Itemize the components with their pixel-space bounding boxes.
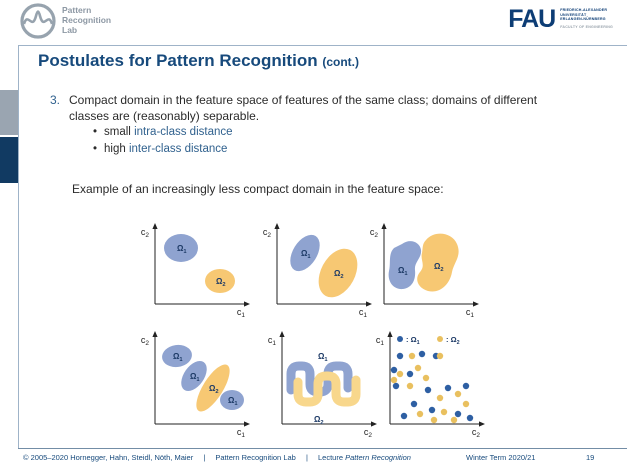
footer-separator: |: [305, 453, 308, 462]
svg-text:Ω1: Ω1: [177, 244, 187, 255]
svg-text:Ω1: Ω1: [301, 249, 311, 260]
footer-copyright: © 2005–2020 Hornegger, Hahn, Steidl, Nöt…: [23, 453, 194, 462]
bullet-plain-text: high: [104, 143, 126, 155]
plot-canvas: c1 c2 : Ω1 : Ω2: [376, 331, 485, 438]
svg-text:c2: c2: [370, 227, 379, 239]
slide-title-suffix: (cont.): [322, 55, 359, 69]
fau-faculty: FACULTY OF ENGINEERING: [560, 25, 613, 30]
svg-text:c1: c1: [237, 307, 246, 318]
feature-space-plot-3: c2 c1 Ω1 Ω2: [360, 218, 482, 318]
item-text: Compact domain in the feature space of f…: [69, 93, 538, 124]
svg-text:c1: c1: [237, 427, 246, 438]
svg-text:c2: c2: [472, 427, 481, 438]
fau-acronym: FAU: [508, 5, 556, 33]
svg-text:Ω2: Ω2: [434, 262, 444, 273]
fau-university-name: FRIEDRICH-ALEXANDER UNIVERSITÄT ERLANGEN…: [560, 8, 613, 30]
prl-logo: Pattern Recognition Lab: [20, 3, 111, 39]
svg-text:Ω1: Ω1: [228, 396, 238, 407]
svg-text:c2: c2: [141, 227, 150, 239]
footer: © 2005–2020 Hornegger, Hahn, Steidl, Nöt…: [23, 453, 411, 462]
svg-text:c2: c2: [141, 335, 150, 347]
bullet-plain-text: small: [104, 126, 131, 138]
svg-text:c1: c1: [466, 307, 475, 318]
svg-text:c1: c1: [359, 307, 368, 318]
prl-logo-line1: Pattern: [62, 5, 92, 16]
plot-canvas: c2 c1 Ω1 Ω2: [370, 223, 479, 318]
page-number: 19: [586, 453, 595, 462]
svg-text:Ω2: Ω2: [216, 277, 226, 288]
footer-lab: Pattern Recognition Lab: [215, 453, 296, 462]
bullet-keyword: inter-class distance: [128, 143, 228, 155]
example-caption: Example of an increasingly less compact …: [72, 182, 444, 196]
svg-text:c1: c1: [376, 335, 385, 347]
svg-text:Ω1: Ω1: [190, 372, 200, 383]
footer-lecture: Lecture Pattern Recognition: [318, 453, 411, 462]
footer-lecture-prefix: Lecture: [317, 453, 344, 462]
svg-text:: Ω1: : Ω1: [406, 335, 420, 346]
waveform-logo-icon: [20, 3, 56, 39]
fau-name-line2: UNIVERSITÄT: [560, 12, 587, 17]
fau-name-line1: FRIEDRICH-ALEXANDER: [560, 8, 608, 12]
svg-text:Ω2: Ω2: [209, 384, 219, 395]
item-number: 3.: [50, 93, 61, 107]
svg-text:Ω1: Ω1: [318, 352, 328, 363]
bullet-list: small intra-class distance high inter-cl…: [93, 126, 233, 160]
footer-separator: |: [203, 453, 206, 462]
sidebar-tab-navy: [0, 137, 18, 183]
frame-bottom-line: [18, 448, 627, 449]
sidebar-tab-gray: [0, 90, 18, 135]
slide-title: Postulates for Pattern Recognition (cont…: [38, 51, 359, 71]
bullet-keyword: intra-class distance: [134, 126, 233, 138]
prl-logo-text: Pattern Recognition Lab: [62, 6, 111, 35]
numbered-item: 3. Compact domain in the feature space o…: [50, 92, 550, 124]
frame-left-line: [18, 45, 19, 448]
footer-lecture-title: Pattern Recognition: [345, 453, 411, 462]
bullet-inter-class: high inter-class distance: [93, 143, 233, 155]
bullet-intra-class: small intra-class distance: [93, 126, 233, 138]
svg-text:Ω1: Ω1: [173, 352, 183, 363]
prl-logo-line3: Lab: [62, 24, 78, 35]
svg-text:c2: c2: [364, 427, 373, 438]
svg-text:Ω2: Ω2: [334, 269, 344, 280]
frame-top-line: [18, 45, 627, 46]
fau-logo: FAU FRIEDRICH-ALEXANDER UNIVERSITÄT ERLA…: [508, 5, 613, 33]
prl-logo-line2: Recognition: [62, 15, 112, 26]
footer-term: Winter Term 2020/21: [466, 453, 536, 462]
feature-space-plot-6: c1 c2 : Ω1 : Ω2: [366, 326, 488, 438]
svg-text:Ω2: Ω2: [314, 415, 324, 426]
slide-title-text: Postulates for Pattern Recognition: [38, 51, 318, 70]
svg-text:c1: c1: [268, 335, 277, 347]
svg-text:c2: c2: [263, 227, 272, 239]
svg-text:: Ω2: : Ω2: [446, 335, 460, 346]
svg-text:Ω1: Ω1: [398, 266, 408, 277]
fau-name-line3: ERLANGEN-NÜRNBERG: [560, 17, 606, 22]
